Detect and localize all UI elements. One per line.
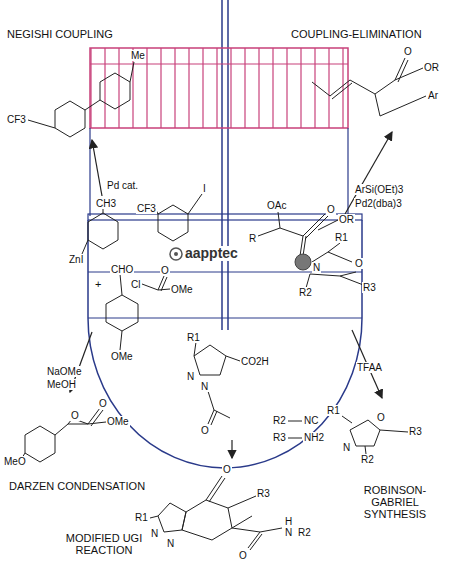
chem-label: H (284, 516, 293, 527)
chem-label: O (403, 46, 413, 57)
chem-label: OR (423, 62, 440, 73)
chem-label: R3 (256, 488, 271, 499)
chem-label: Pd2(dba)3 (354, 198, 403, 209)
chem-label: N (284, 527, 293, 538)
chem-label: O (238, 550, 248, 561)
reaction-arrows (70, 132, 392, 458)
chem-label: N (150, 528, 159, 539)
chem-label: CO2H (240, 356, 270, 367)
logo-icon-dot (174, 252, 178, 256)
chem-label: CH3 (95, 198, 117, 209)
chem-label: NH2 (303, 432, 325, 443)
reactor-vessel (88, 0, 362, 468)
chem-label: + (94, 278, 102, 290)
chem-label: O (354, 258, 364, 269)
logo-text: aapptec (184, 246, 239, 261)
chem-label: N (200, 381, 209, 392)
chem-label: N (342, 442, 351, 453)
chem-label: NEGISHI COUPLING (6, 28, 114, 40)
chem-label: CF3 (136, 203, 157, 214)
chem-label: OR (338, 214, 355, 225)
chem-label: Pd cat. (106, 180, 139, 191)
resin-bead (295, 254, 311, 270)
chem-label: R1 (326, 405, 341, 416)
chem-label: R3 (362, 282, 377, 293)
chem-label: DARZEN CONDENSATION (8, 480, 146, 492)
chem-label: N (166, 538, 175, 549)
chem-label: MeOH (46, 379, 77, 390)
reaction-name: MODIFIED UGI REACTION (58, 532, 150, 556)
chem-label: R3 (408, 426, 423, 437)
chem-label: O (326, 204, 336, 215)
chem-label: COUPLING-ELIMINATION (290, 28, 423, 40)
chem-label: N (186, 371, 195, 382)
chem-label: O (98, 398, 108, 409)
chem-label: R2 (298, 287, 313, 298)
chem-label: R1 (186, 332, 201, 343)
chem-label: O (200, 425, 210, 436)
chem-label: R2 (297, 527, 312, 538)
chem-label: R3 (272, 432, 287, 443)
chem-label: ArSi(OEt)3 (354, 184, 404, 195)
chem-label: Cl (130, 279, 141, 290)
chem-label: O (160, 265, 170, 276)
chem-label: O (376, 412, 386, 423)
chem-label: CF3 (6, 114, 27, 125)
chem-label: R1 (134, 512, 149, 523)
logo-icon (170, 248, 182, 260)
chem-label: R1 (334, 232, 349, 243)
chem-label: O (70, 410, 80, 421)
chem-label: R (248, 233, 257, 244)
chem-label: OAc (266, 200, 287, 211)
chem-label: NC (303, 415, 319, 426)
chem-label: OMe (110, 351, 134, 362)
chem-label: MeO (3, 456, 27, 467)
reaction-name: ROBINSON-GABRIEL SYNTHESIS (346, 484, 444, 520)
chem-label: O (222, 464, 232, 475)
chem-label: OMe (170, 284, 194, 295)
chem-label: Ar (427, 90, 439, 101)
chem-label: NaOMe (46, 366, 82, 377)
chem-label: TFAA (356, 362, 383, 373)
chem-label: R2 (272, 415, 287, 426)
molecule-bonds (22, 58, 426, 550)
chem-label: N (312, 262, 321, 273)
chem-label: I (202, 183, 207, 194)
chem-label: CHO (110, 264, 134, 275)
chem-label: Me (130, 50, 146, 61)
chem-label: ZnI (68, 254, 84, 265)
chem-label: R2 (360, 454, 375, 465)
chem-label: OMe (106, 416, 130, 427)
